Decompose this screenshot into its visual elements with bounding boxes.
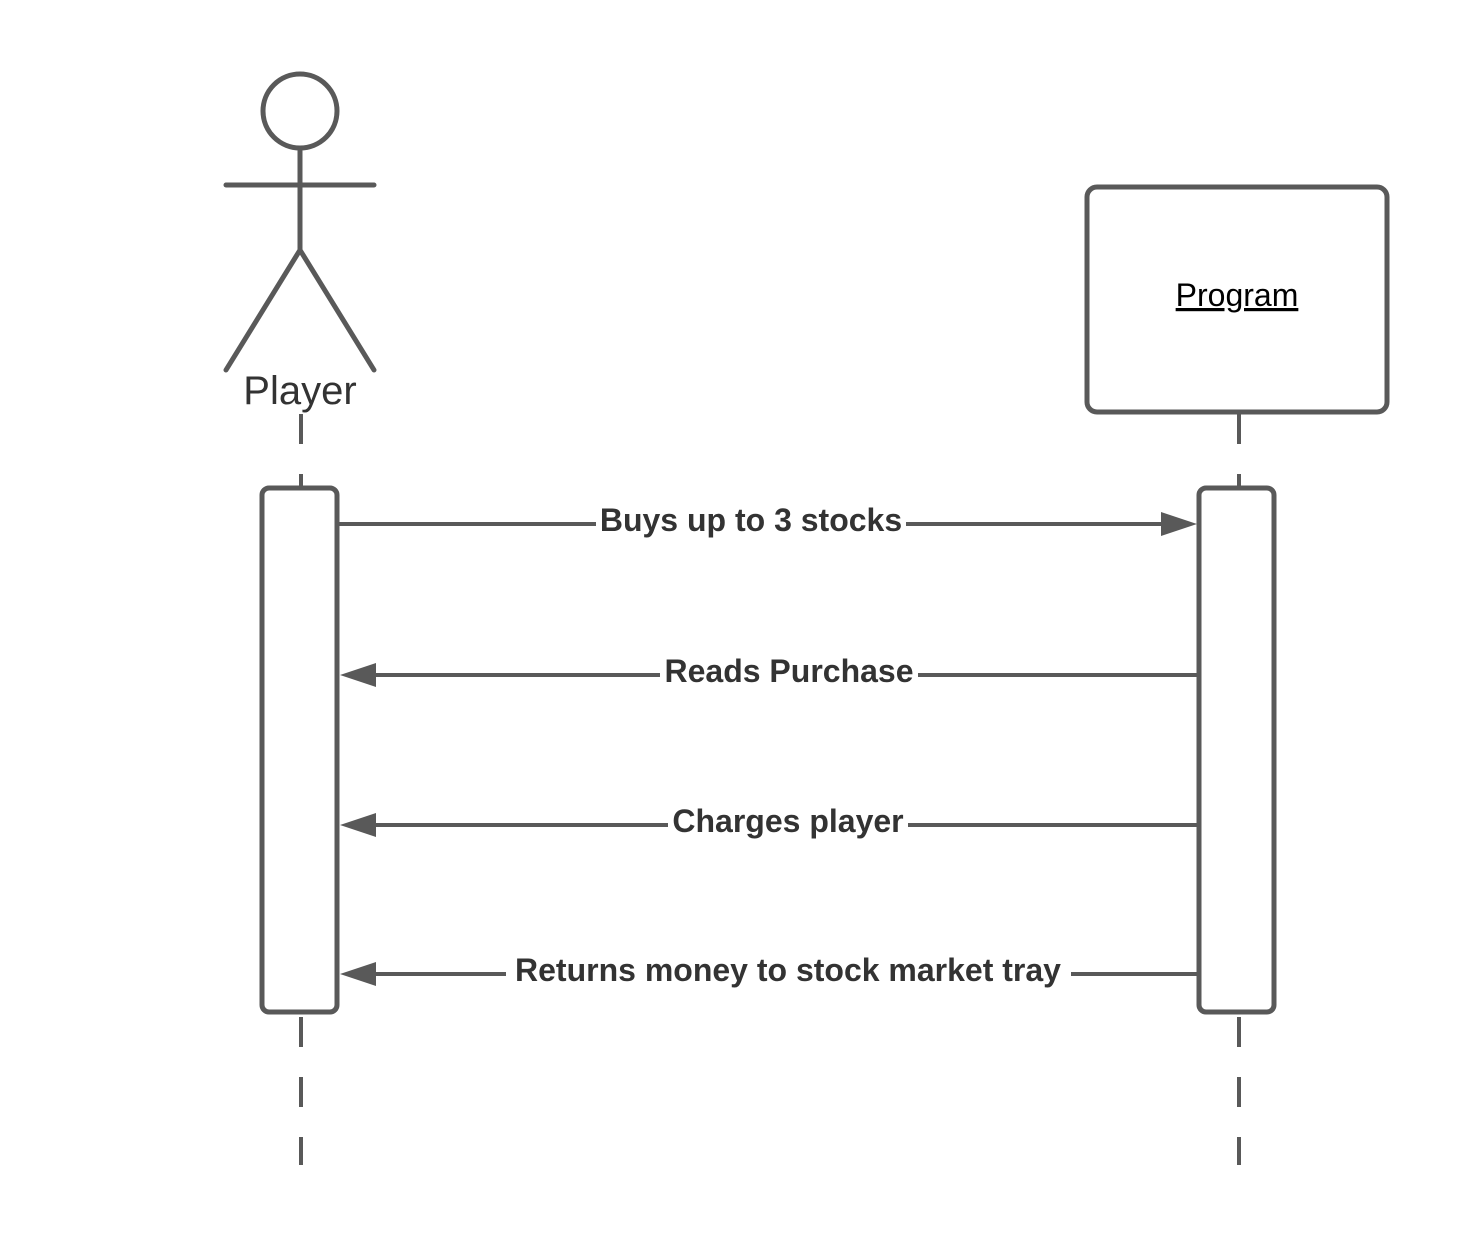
message-charges-player[interactable]: Charges player xyxy=(340,803,1197,839)
message-label: Buys up to 3 stocks xyxy=(600,502,902,538)
message-reads-purchase[interactable]: Reads Purchase xyxy=(340,653,1197,689)
program-object-box xyxy=(1084,184,1390,415)
program-object-label: Program xyxy=(1176,277,1299,313)
arrowhead-left-icon xyxy=(340,962,376,986)
program-object[interactable]: Program xyxy=(1084,184,1390,415)
arrowhead-left-icon xyxy=(340,663,376,687)
message-returns-money[interactable]: Returns money to stock market tray xyxy=(340,952,1197,988)
message-label: Returns money to stock market tray xyxy=(515,952,1061,988)
arrowhead-left-icon xyxy=(340,813,376,837)
message-label: Reads Purchase xyxy=(664,653,913,689)
program-activation-bar xyxy=(1196,485,1277,1015)
message-buys-stocks[interactable]: Buys up to 3 stocks xyxy=(339,502,1197,538)
arrowhead-right-icon xyxy=(1161,512,1197,536)
message-label: Charges player xyxy=(672,803,903,839)
player-actor-head xyxy=(260,71,340,151)
player-actor[interactable]: Player xyxy=(223,71,377,413)
player-activation-bar xyxy=(259,485,340,1015)
player-actor-label: Player xyxy=(243,369,356,413)
player-actor-right-leg xyxy=(297,247,377,373)
player-actor-left-leg xyxy=(223,247,303,373)
